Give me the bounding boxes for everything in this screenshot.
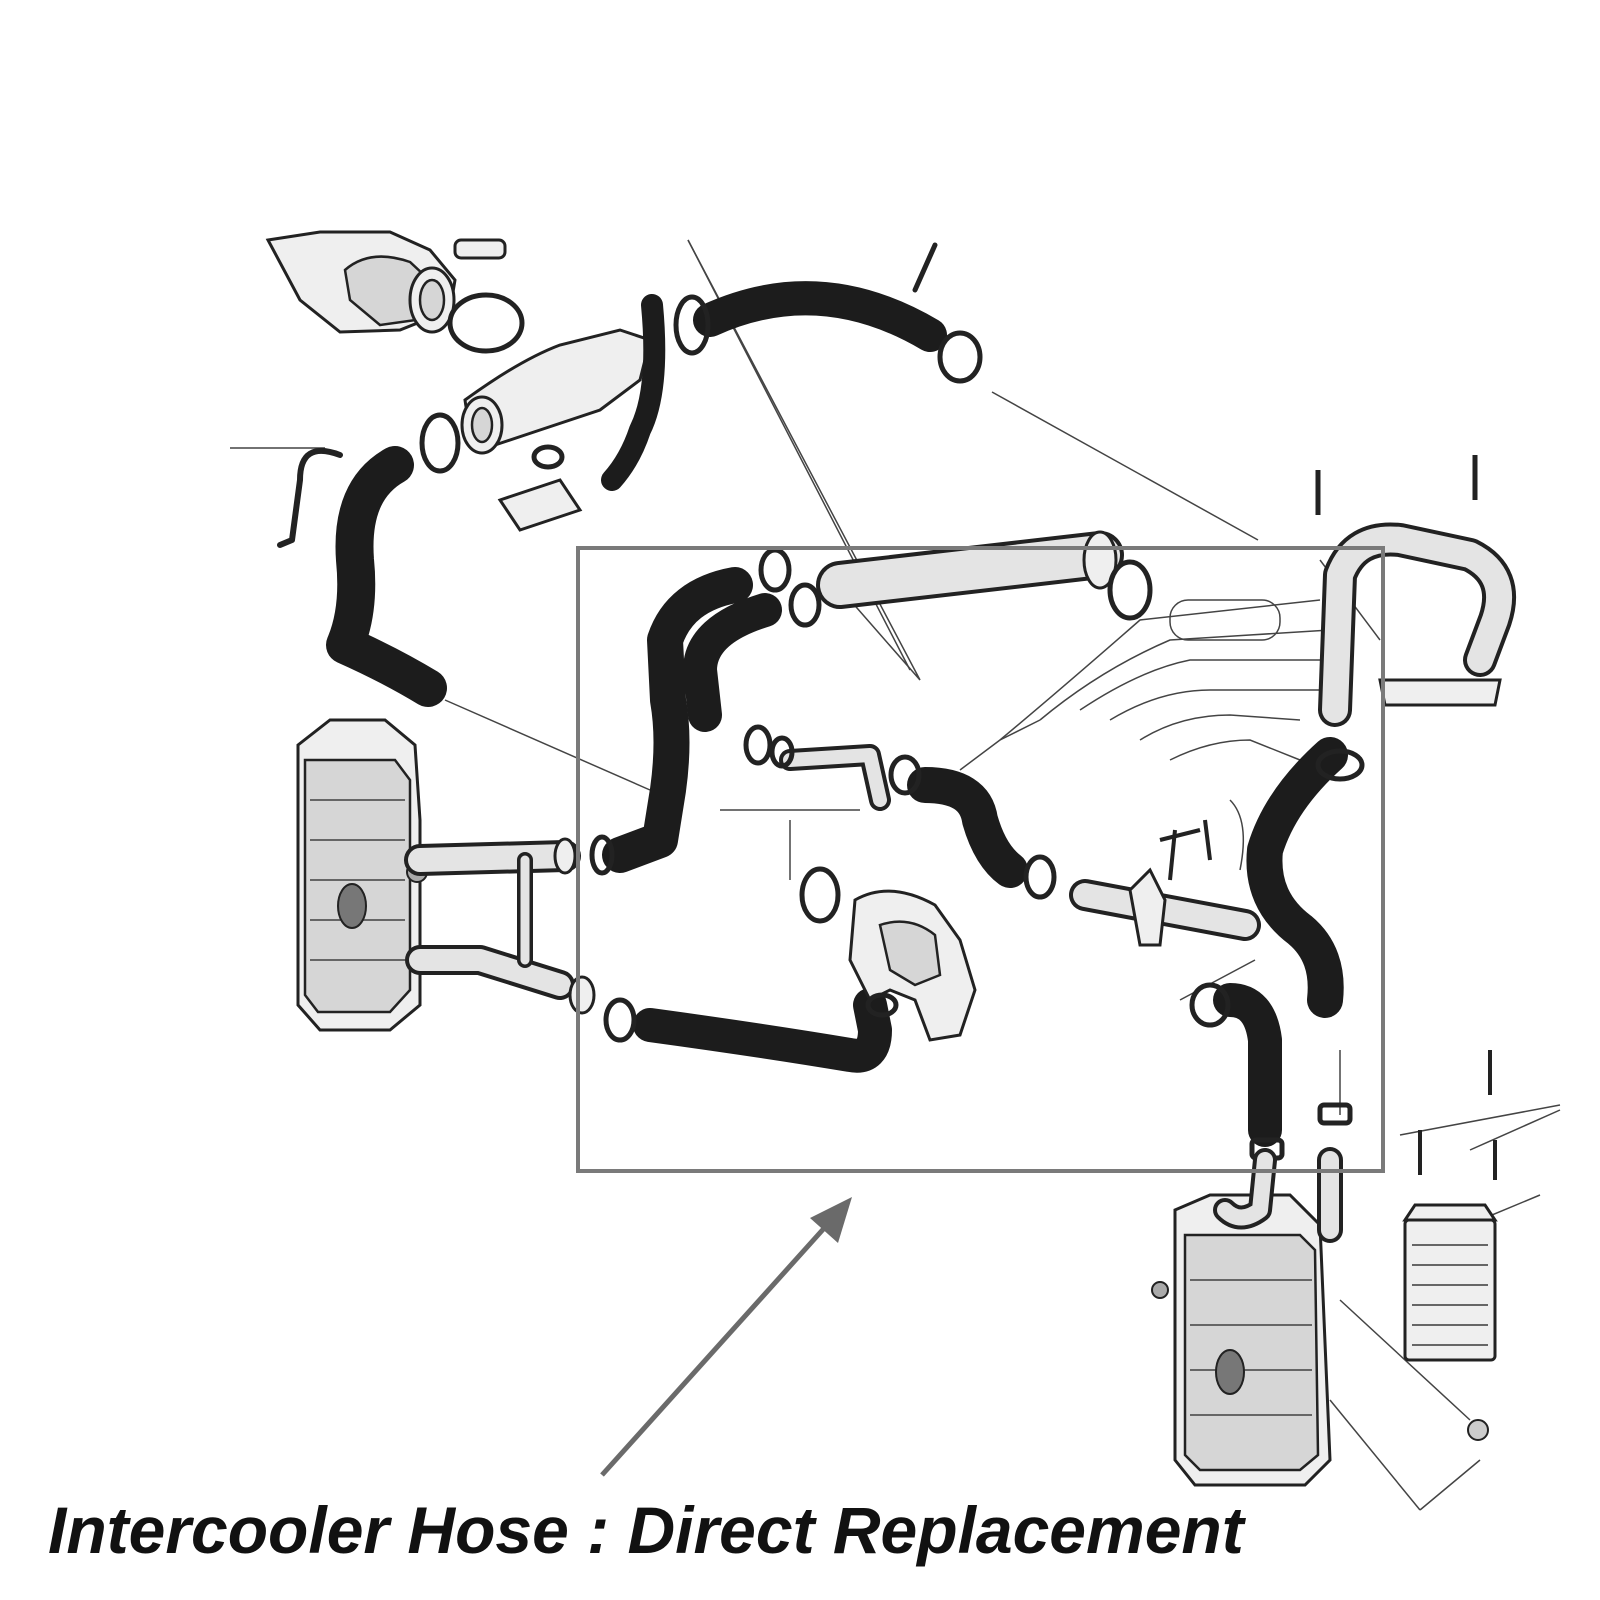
caption-title: Intercooler Hose : Direct Replacement (48, 1493, 1244, 1567)
replacement-hoses[interactable] (589, 567, 1365, 1161)
y-pipe-part (419, 328, 652, 532)
hose-inner-bend[interactable] (683, 593, 782, 732)
hose-upper-left-bend[interactable] (602, 567, 753, 873)
turbo-housing-part (799, 866, 977, 1042)
oil-cooler-part (1402, 1050, 1498, 1441)
hose-middle-s[interactable] (907, 767, 1028, 888)
right-intercooler (1151, 1147, 1343, 1487)
middle-hard-pipe (1069, 819, 1261, 947)
upper-black-hoses (277, 242, 983, 707)
throttle-body-part (265, 230, 525, 354)
replacement-area-frame (576, 546, 1385, 1173)
hose-right-s[interactable] (1246, 737, 1348, 1018)
right-loop-pipe (1315, 455, 1517, 727)
upper-hard-pipe (758, 530, 1153, 628)
hose-lower-long[interactable] (633, 988, 892, 1073)
left-intercooler (296, 718, 596, 1032)
intake-manifold-sketch (959, 599, 1331, 871)
small-y-fitting (743, 724, 922, 811)
hose-lower-right[interactable] (1213, 983, 1282, 1147)
pointer-arrow (600, 1197, 852, 1477)
